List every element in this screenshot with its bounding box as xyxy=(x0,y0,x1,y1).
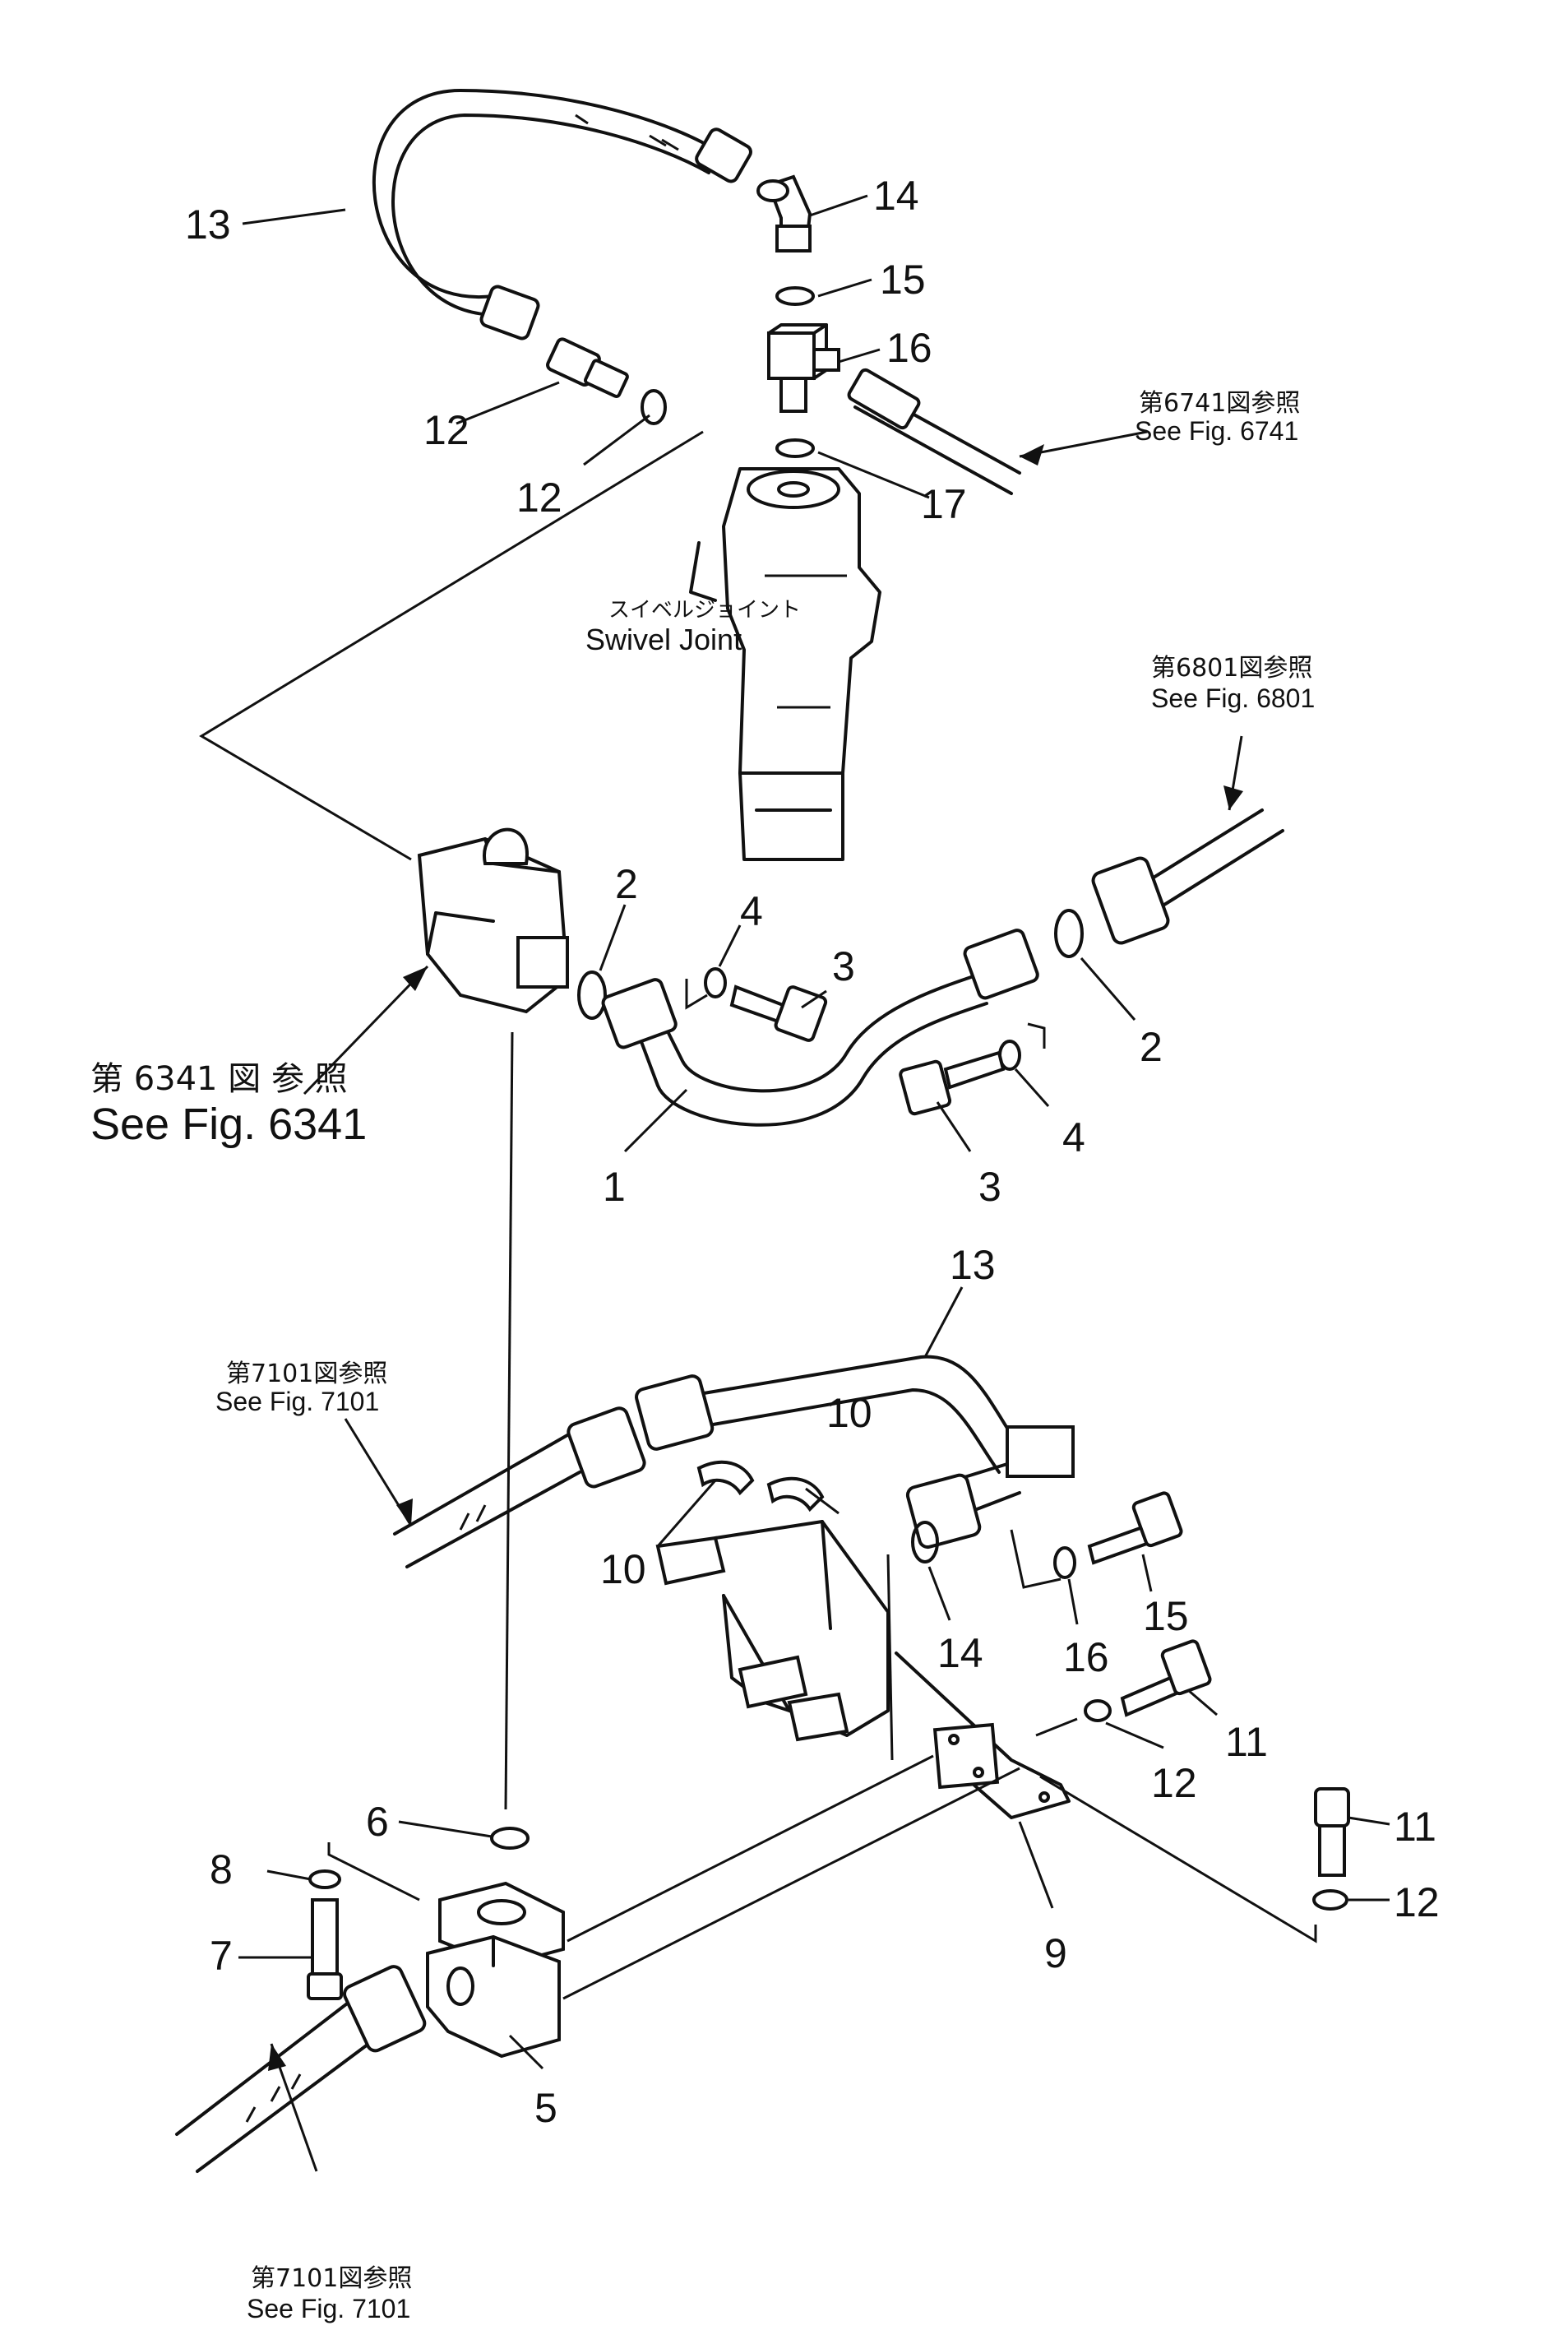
o-ring-6 xyxy=(490,1827,530,1850)
hose-7101-lower xyxy=(175,1965,427,2173)
ref-7101-upper-en: See Fig. 7101 xyxy=(215,1387,379,1416)
callout-22: 16 xyxy=(886,325,932,371)
fitting-17 xyxy=(546,337,629,398)
washer-12-right xyxy=(1312,1889,1348,1911)
callout-2-right: 2 xyxy=(1140,1024,1163,1070)
callout-10-right: 10 xyxy=(826,1390,872,1436)
callout-1: 1 xyxy=(603,1164,626,1210)
ref-7101-upper-jp: 第7101図参照 xyxy=(226,1360,387,1388)
tee-fitting-22 xyxy=(767,323,840,413)
tube-13 xyxy=(635,1355,1075,1550)
callout-21: 15 xyxy=(880,257,926,303)
callout-15: 15 xyxy=(1143,1593,1189,1639)
swivel-joint xyxy=(689,467,881,861)
o-ring-14 xyxy=(911,1521,939,1563)
callout-2-left: 2 xyxy=(615,861,638,907)
callout-13: 13 xyxy=(950,1242,996,1288)
bolt-15 xyxy=(1087,1491,1183,1565)
callout-8: 8 xyxy=(210,1846,233,1892)
tube-1 xyxy=(601,929,1039,1127)
bolt-11-mid xyxy=(1120,1639,1212,1717)
ref-7101-lower-jp: 第7101図参照 xyxy=(251,2264,412,2293)
callout-12-mid: 12 xyxy=(1151,1760,1197,1806)
callout-4-top: 4 xyxy=(740,888,763,934)
ref-6341-jp: 第 6341 図 参 照 xyxy=(90,1060,348,1098)
reference-arrowheads xyxy=(268,444,1243,2071)
washer-12-mid xyxy=(1084,1699,1112,1722)
callout-19: 13 xyxy=(185,202,231,248)
callout-10-left: 10 xyxy=(600,1546,646,1592)
washer-4-top xyxy=(704,967,727,998)
o-ring-18 xyxy=(641,389,667,425)
hose-flange-6801 xyxy=(1091,808,1284,945)
callout-11-right: 11 xyxy=(1394,1804,1436,1850)
callout-11-mid: 11 xyxy=(1225,1719,1268,1765)
o-ring-2-left xyxy=(577,970,607,1020)
callout-7: 7 xyxy=(210,1933,233,1979)
ref-6801-jp: 第6801図参照 xyxy=(1151,654,1312,683)
elbow-fitting-20 xyxy=(756,174,812,252)
bracket-9 xyxy=(895,1651,1071,1819)
clamp-10-left xyxy=(696,1460,755,1496)
block-5 xyxy=(426,1881,565,2059)
callout-17: 12 xyxy=(423,407,469,453)
ref-6741-jp: 第6741図参照 xyxy=(1139,389,1300,418)
washer-8 xyxy=(308,1869,341,1889)
ref-6741-en: See Fig. 6741 xyxy=(1135,416,1298,446)
bolt-7 xyxy=(307,1898,343,2000)
bracket-assembly xyxy=(655,1520,890,1742)
o-ring-21 xyxy=(775,286,815,306)
callout-16: 16 xyxy=(1063,1634,1109,1680)
callout-6: 6 xyxy=(366,1799,389,1845)
hose-ref-6741 xyxy=(847,368,1021,495)
callout-3-top: 3 xyxy=(832,943,855,989)
ref-6801-en: See Fig. 6801 xyxy=(1151,683,1315,713)
callout-14: 14 xyxy=(937,1630,983,1676)
hose-19 xyxy=(372,89,752,340)
callout-23: 17 xyxy=(921,481,967,527)
callout-18: 12 xyxy=(516,475,562,521)
bolt-11-right xyxy=(1314,1787,1350,1877)
callout-20: 14 xyxy=(873,173,919,219)
bolt-3-top xyxy=(729,984,828,1042)
callout-12-right: 12 xyxy=(1394,1879,1440,1925)
bolt-3-bottom xyxy=(899,1050,1006,1116)
ref-7101-lower-en: See Fig. 7101 xyxy=(247,2294,410,2323)
ref-6341-en: See Fig. 6341 xyxy=(90,1100,367,1149)
o-ring-2-right xyxy=(1054,909,1084,958)
callout-9: 9 xyxy=(1044,1930,1067,1976)
swivel-joint-label-jp: スイベルジョイント xyxy=(608,598,801,623)
hose-7101-upper xyxy=(393,1406,646,1568)
clamp-10-right xyxy=(766,1476,825,1512)
callout-3-bottom: 3 xyxy=(978,1164,1001,1210)
valve-block-6341 xyxy=(417,827,570,1014)
swivel-joint-label-en: Swivel Joint xyxy=(585,623,742,656)
o-ring-23 xyxy=(775,438,815,458)
callout-4-bottom: 4 xyxy=(1062,1114,1085,1160)
washer-16 xyxy=(1053,1546,1076,1579)
callout-5: 5 xyxy=(534,2085,557,2131)
